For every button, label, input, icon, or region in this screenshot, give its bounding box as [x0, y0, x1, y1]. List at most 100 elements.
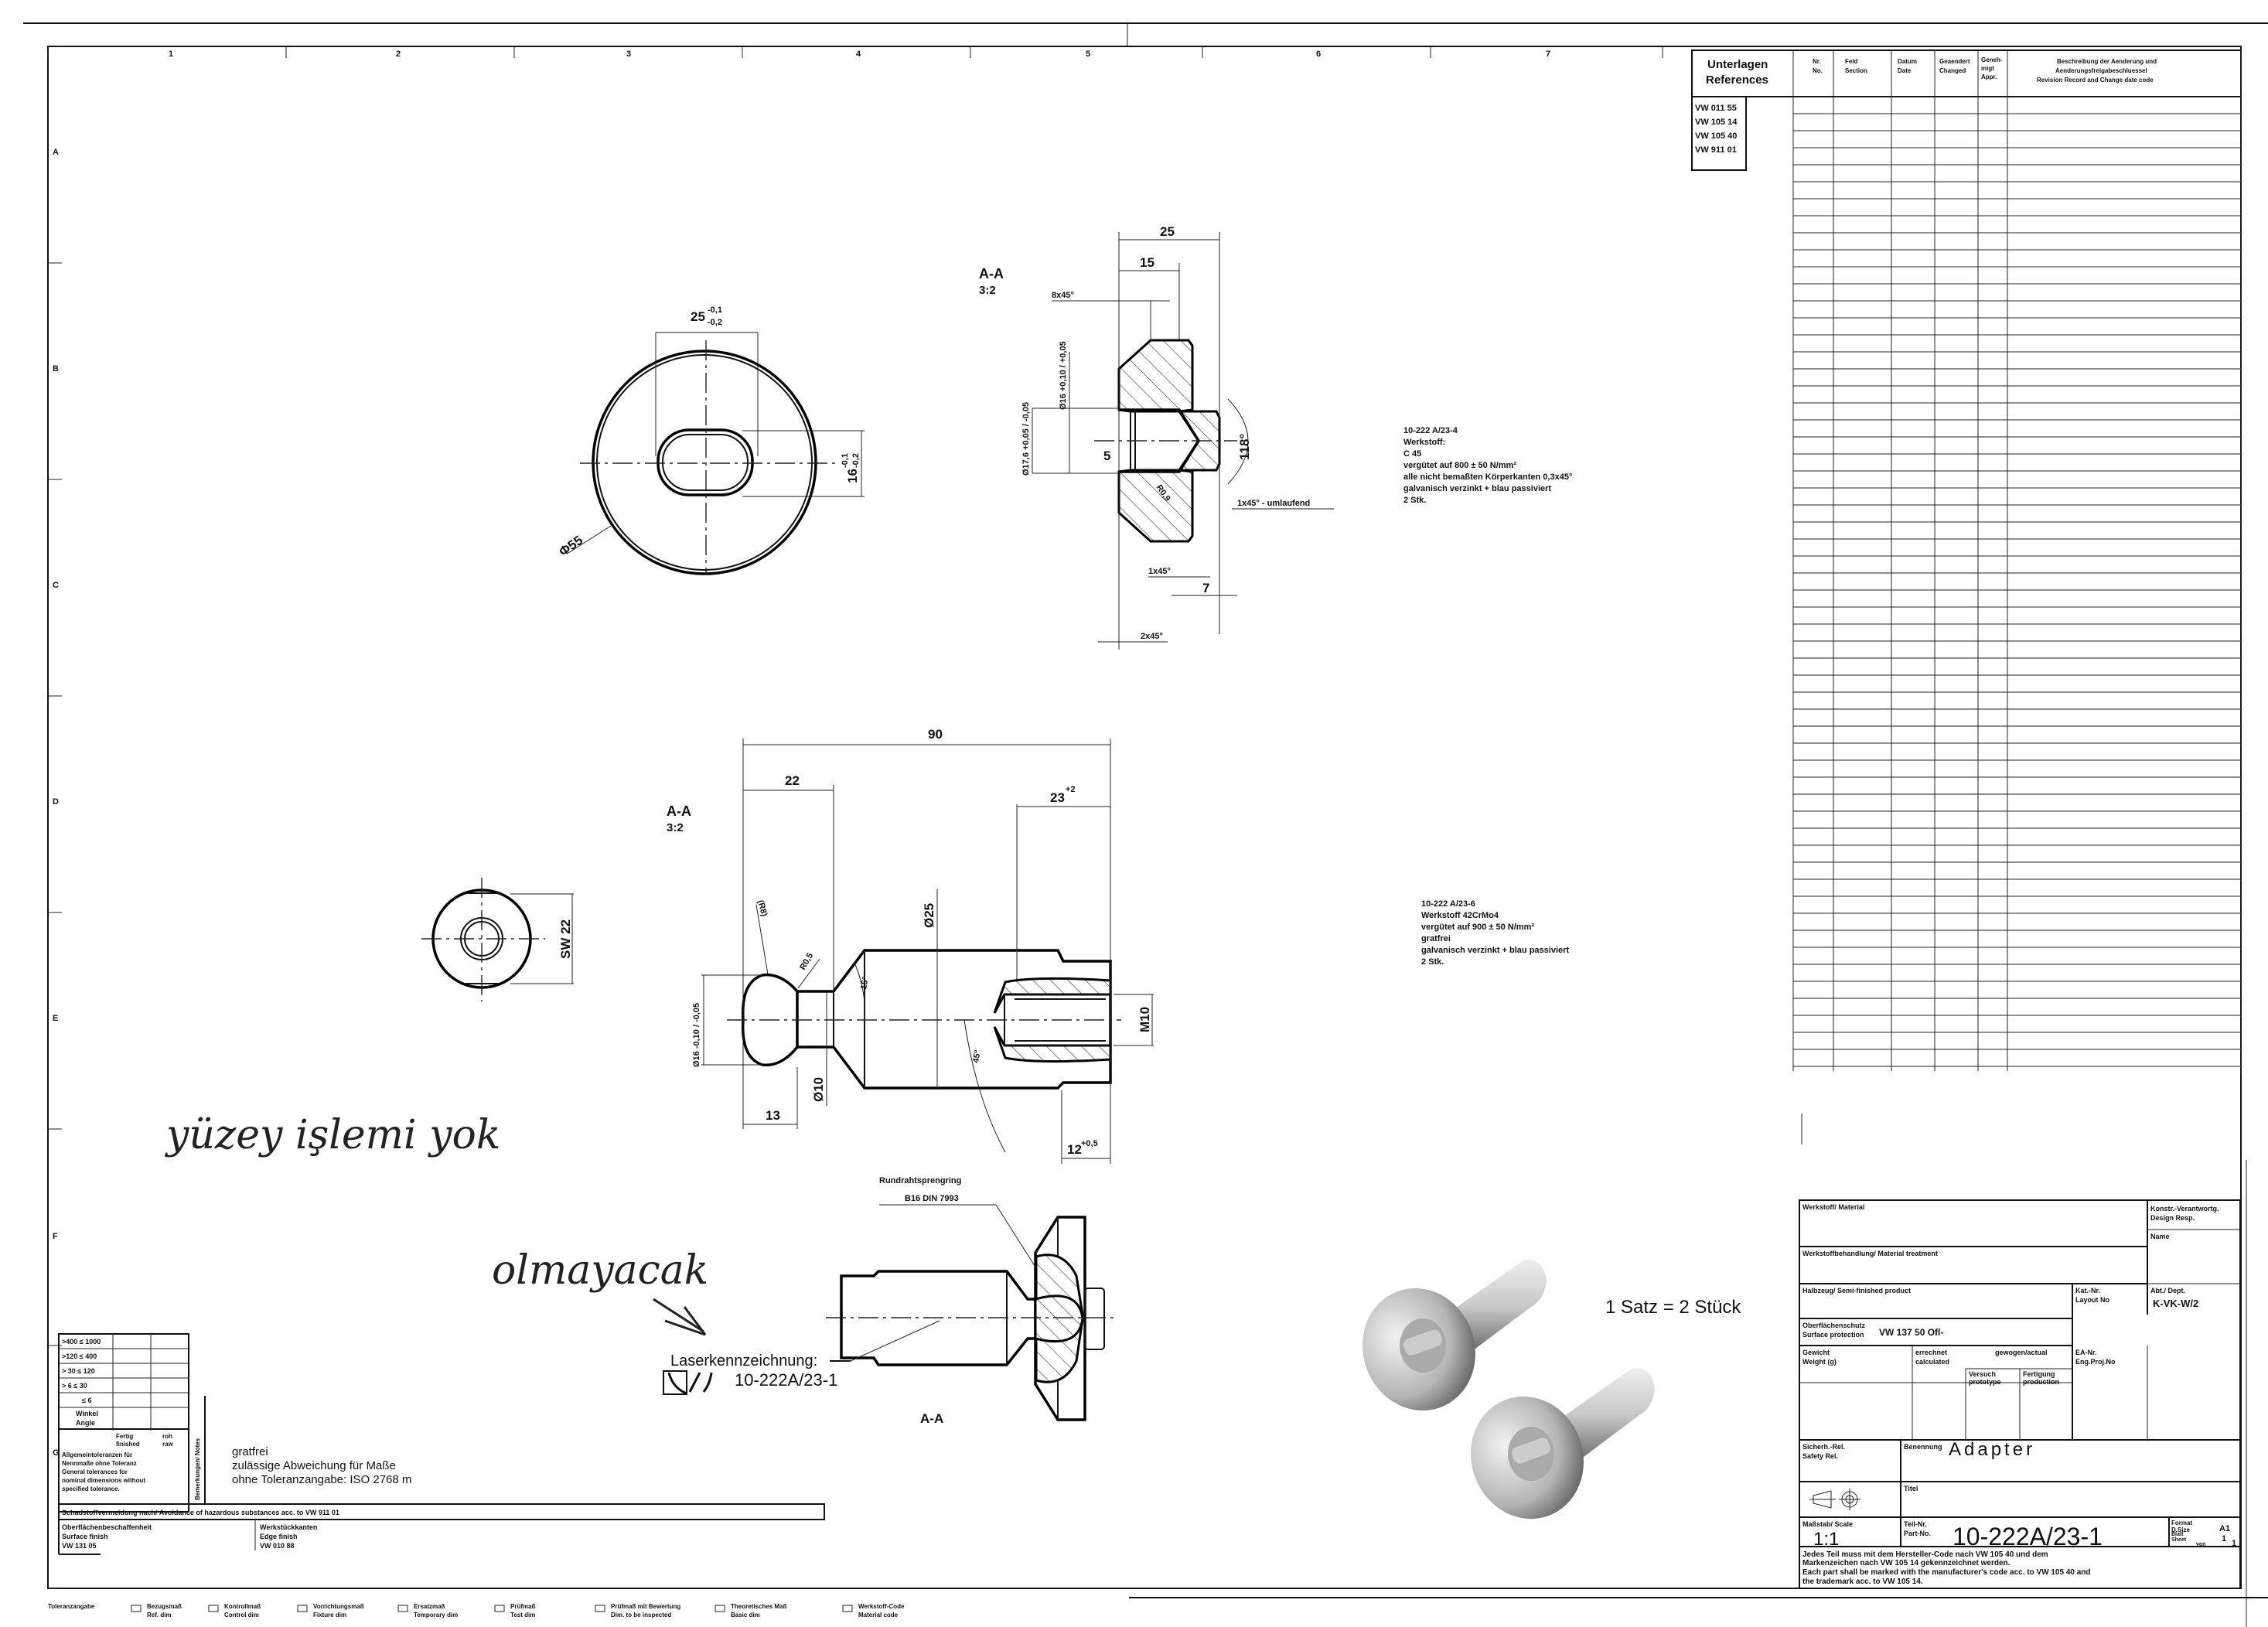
- svg-text:Allgemeintoleranzen für: Allgemeintoleranzen für: [62, 1451, 132, 1458]
- svg-text:Werkstückkanten: Werkstückkanten: [260, 1523, 317, 1531]
- grid-row-d: D: [53, 797, 59, 807]
- svg-text:vergütet auf 900 ± 50 N/mm²: vergütet auf 900 ± 50 N/mm²: [1421, 923, 1534, 932]
- svg-text:C 45: C 45: [1403, 449, 1421, 459]
- svg-text:Appr.: Appr.: [1981, 73, 1997, 80]
- svg-text:Part-No.: Part-No.: [1904, 1530, 1931, 1537]
- svg-text:production: production: [2023, 1378, 2059, 1386]
- grid-row-a: A: [53, 148, 59, 157]
- svg-text:Revision Record and Change dat: Revision Record and Change date code: [2037, 77, 2154, 84]
- svg-text:Weight (g): Weight (g): [1802, 1358, 1837, 1366]
- svg-text:Each part shall be marked with: Each part shall be marked with the manuf…: [1802, 1568, 2091, 1577]
- svg-text:Test dim: Test dim: [510, 1612, 535, 1618]
- handwritten-note-olmayacak: olmayacak: [492, 1247, 708, 1294]
- svg-text:VW 010 88: VW 010 88: [260, 1542, 295, 1550]
- svg-text:Dim. to be inspected: Dim. to be inspected: [611, 1612, 671, 1618]
- dim-chamfer-round: 1x45° - umlaufend: [1237, 499, 1310, 508]
- svg-text:gratfrei: gratfrei: [1421, 934, 1451, 943]
- part-3d-render: 1 Satz = 2 Stück: [1363, 1260, 1741, 1520]
- grid-col-3: 3: [626, 49, 631, 59]
- dim-a15: 15°: [859, 976, 871, 990]
- retaining-ring-spec: B16 DIN 7993: [905, 1194, 959, 1203]
- svg-text:Aenderungsfreigabeschluessel: Aenderungsfreigabeschluessel: [2055, 67, 2147, 74]
- svg-text:Oberflächenschutz: Oberflächenschutz: [1802, 1322, 1866, 1329]
- references-header-en: References: [1706, 73, 1768, 87]
- svg-text:Geneh-: Geneh-: [1981, 56, 2003, 63]
- dim-height: 16: [845, 469, 860, 483]
- svg-text:1: 1: [2222, 1534, 2226, 1543]
- dim-23: 23: [1050, 790, 1065, 805]
- reference-item: VW 011 55: [1695, 104, 1737, 113]
- grid-col-6: 6: [1316, 49, 1321, 59]
- svg-text:Konstr.-Verantwortg.: Konstr.-Verantwortg.: [2150, 1205, 2219, 1213]
- svg-text:K-VK-W/2: K-VK-W/2: [2153, 1298, 2198, 1309]
- svg-text:Werkstoff 42CrMo4: Werkstoff 42CrMo4: [1421, 911, 1499, 920]
- svg-text:>400 ≤ 1000: >400 ≤ 1000: [62, 1338, 101, 1346]
- references-header: Unterlagen: [1707, 58, 1768, 71]
- scale-value: 1:1: [1813, 1529, 1839, 1550]
- dim-height-tol-lo: -0,2: [851, 453, 861, 468]
- svg-text:Toleranzangabe: Toleranzangabe: [48, 1603, 95, 1610]
- svg-text:roh: roh: [162, 1433, 172, 1440]
- svg-text:Sheet: Sheet: [2171, 1537, 2187, 1543]
- dim-d10: Ø10: [811, 1077, 826, 1102]
- svg-text:VW 131 05: VW 131 05: [62, 1542, 97, 1550]
- svg-text:Temporary dim: Temporary dim: [414, 1612, 458, 1618]
- grid-row-b: B: [53, 364, 59, 373]
- pin-section-view: A-A 3:2 90 22 23: [667, 727, 1154, 1164]
- svg-text:vergütet auf 800 ± 50 N/mm²: vergütet auf 800 ± 50 N/mm²: [1403, 461, 1516, 470]
- section-scale: 3:2: [979, 284, 996, 297]
- svg-text:Fixture dim: Fixture dim: [313, 1612, 346, 1618]
- dim-outer: Ø17,6 +0,05 / -0,05: [1021, 402, 1031, 476]
- svg-text:Datum: Datum: [1898, 58, 1917, 65]
- svg-text:>120 ≤ 400: >120 ≤ 400: [62, 1352, 97, 1360]
- svg-text:Sicherh.-Rel.: Sicherh.-Rel.: [1802, 1443, 1845, 1451]
- svg-text:prototype: prototype: [1969, 1378, 2001, 1386]
- svg-text:Bezugsmaß: Bezugsmaß: [147, 1603, 182, 1610]
- section-scale: 3:2: [667, 821, 684, 834]
- dim-a45: 45°: [971, 1049, 983, 1063]
- svg-text:VW 137 50 Ofl-: VW 137 50 Ofl-: [1879, 1327, 1943, 1338]
- part6-notes: 10-222 A/23-6 Werkstoff 42CrMo4 vergütet…: [1421, 899, 1569, 967]
- svg-text:galvanisch verzinkt + blau pas: galvanisch verzinkt + blau passiviert: [1421, 946, 1569, 955]
- reference-item: VW 911 01: [1695, 145, 1737, 155]
- svg-text:Teil-Nr.: Teil-Nr.: [1904, 1520, 1927, 1528]
- svg-text:2 Stk.: 2 Stk.: [1403, 496, 1426, 505]
- svg-text:Gewicht: Gewicht: [1802, 1349, 1830, 1356]
- svg-text:Werkstoffbehandlung/ Material: Werkstoffbehandlung/ Material treatment: [1802, 1250, 1938, 1257]
- svg-text:galvanisch verzinkt + blau pas: galvanisch verzinkt + blau passiviert: [1403, 484, 1551, 493]
- dim-chamfer-top: 8x45°: [1052, 291, 1074, 300]
- grid-row-c: C: [53, 581, 59, 590]
- svg-text:Geaendert: Geaendert: [1939, 58, 1970, 65]
- dim-23-tol: +2: [1066, 785, 1076, 794]
- dim-7: 7: [1202, 581, 1209, 595]
- svg-text:Jedes Teil muss mit dem Herste: Jedes Teil muss mit dem Hersteller-Code …: [1802, 1550, 2048, 1559]
- svg-text:Nr.: Nr.: [1813, 58, 1821, 65]
- svg-text:Edge finish: Edge finish: [260, 1533, 298, 1540]
- svg-text:Prüfmaß mit Bewertung: Prüfmaß mit Bewertung: [611, 1603, 680, 1610]
- svg-text:raw: raw: [162, 1441, 174, 1448]
- grid-col-4: 4: [856, 49, 861, 59]
- part4-notes: 10-222 A/23-4 Werkstoff: C 45 vergütet a…: [1403, 426, 1572, 505]
- grid-row-f: F: [53, 1232, 58, 1241]
- grid-ticks: [47, 46, 1663, 1589]
- reference-item: VW 105 14: [1695, 118, 1738, 127]
- retaining-ring-label: Rundrahtsprengring: [879, 1176, 961, 1185]
- svg-text:2 Stk.: 2 Stk.: [1421, 957, 1444, 967]
- projection-symbol-icon: [1809, 1489, 1860, 1510]
- dim-height-tol-up: -0,1: [841, 453, 850, 468]
- svg-text:Beschreibung der Aenderung und: Beschreibung der Aenderung und: [2057, 58, 2157, 65]
- dim-15: 15: [1140, 255, 1154, 270]
- svg-text:Kat.-Nr.: Kat.-Nr.: [2075, 1287, 2100, 1294]
- dim-r8: (R8): [755, 899, 769, 918]
- svg-text:Winkel: Winkel: [76, 1410, 98, 1417]
- svg-text:Design Resp.: Design Resp.: [2150, 1214, 2195, 1222]
- svg-text:von: von: [2196, 1542, 2205, 1547]
- svg-text:D.Size: D.Size: [2171, 1526, 2191, 1533]
- svg-text:Oberflächenbeschaffenheit: Oberflächenbeschaffenheit: [62, 1523, 152, 1531]
- set-quantity-note: 1 Satz = 2 Stück: [1605, 1297, 1741, 1318]
